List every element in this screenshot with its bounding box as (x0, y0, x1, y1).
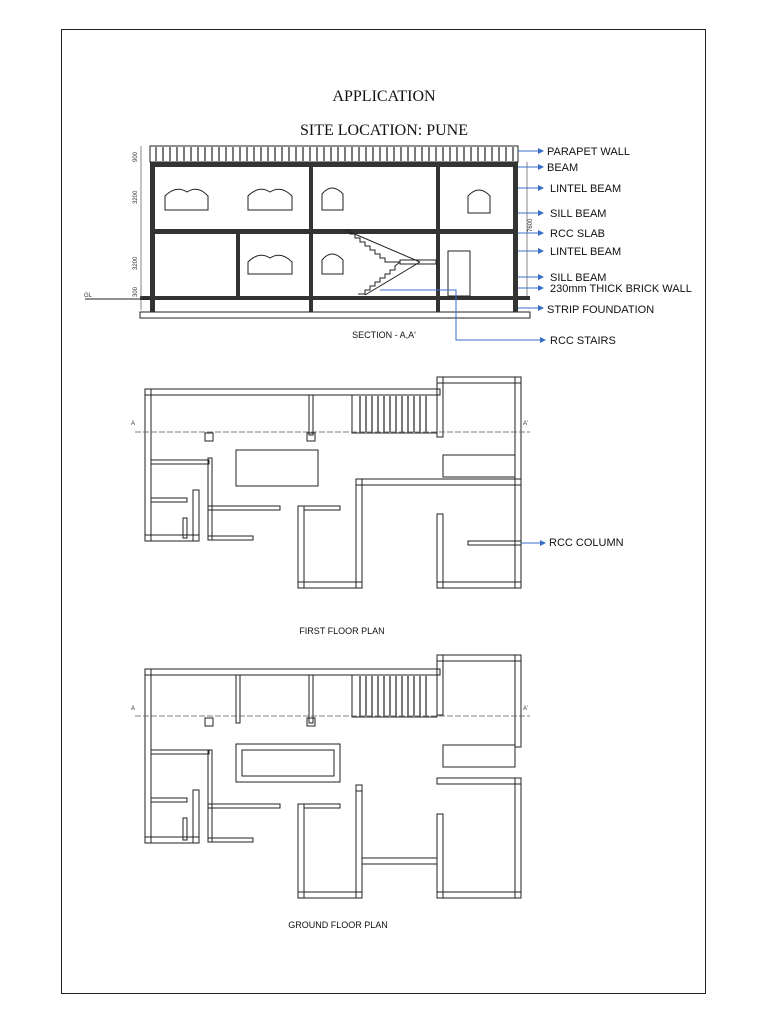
callout-beam: BEAM (547, 162, 578, 174)
rcc-column-arrowhead (540, 540, 546, 546)
callout-rcc-column: RCC COLUMN (549, 537, 624, 549)
rcc-stairs (345, 229, 437, 296)
ff-section-mark-a: A (131, 421, 135, 427)
ff-section-mark-a-prime: A' (523, 421, 528, 427)
window-upper-2 (247, 188, 293, 211)
window-lower-2 (321, 253, 344, 275)
callout-lintel-beam-1: LINTEL BEAM (550, 183, 621, 195)
callout-sill-beam-1: SILL BEAM (550, 208, 606, 220)
ground-floor-caption: GROUND FLOOR PLAN (288, 920, 388, 930)
window-upper-3 (321, 187, 344, 211)
drawing-frame (61, 29, 706, 994)
plinth-beam (140, 296, 530, 300)
callout-strip-foundation: STRIP FOUNDATION (547, 304, 654, 316)
section-caption: SECTION - A,A' (352, 330, 416, 340)
callout-brick-wall: 230mm THICK BRICK WALL (550, 283, 692, 295)
column-upper-2 (436, 167, 440, 229)
window-lower-1 (247, 254, 293, 275)
callout-lintel-beam-2: LINTEL BEAM (550, 246, 621, 258)
callout-sill-beam-2: SILL BEAM (550, 272, 606, 284)
callout-rcc-stairs: RCC STAIRS (550, 335, 616, 347)
right-wall (513, 167, 518, 312)
roof-beam (150, 162, 518, 167)
rcc-slab (150, 229, 518, 234)
parapet-hatch (155, 147, 514, 161)
dim-total: 7600 (528, 218, 534, 232)
window-upper-4 (467, 189, 491, 214)
column-lower-1 (236, 234, 240, 296)
site-location: SITE LOCATION: PUNE (300, 122, 468, 139)
first-floor-caption: FIRST FLOOR PLAN (299, 626, 384, 636)
door (447, 250, 471, 297)
section-elevation: GL 900 3200 3200 300 7600 SECTION - A,A' (84, 145, 534, 340)
column-upper-1 (309, 167, 313, 229)
column-lower-2 (309, 234, 313, 312)
first-floor-plan (135, 376, 530, 589)
callout-parapet-wall: PARAPET WALL (547, 146, 630, 158)
column-lower-3 (436, 234, 440, 312)
dim-plinth: 300 (133, 286, 139, 297)
section-callouts: PARAPET WALL BEAM LINTEL BEAM SILL BEAM … (380, 146, 692, 347)
strip-foundation (139, 311, 531, 319)
dim-ground-floor: 3200 (133, 256, 139, 270)
drawing-title: APPLICATION (332, 88, 436, 105)
gf-section-mark-a: A (131, 706, 135, 712)
left-wall (150, 167, 155, 312)
ground-floor-plan (135, 654, 530, 899)
window-upper-1 (164, 188, 209, 211)
dim-parapet: 900 (133, 151, 139, 162)
ground-label: GL (84, 293, 93, 299)
callout-rcc-slab: RCC SLAB (550, 228, 605, 240)
dim-first-floor: 3200 (133, 190, 139, 204)
gf-section-mark-a-prime: A' (523, 706, 528, 712)
